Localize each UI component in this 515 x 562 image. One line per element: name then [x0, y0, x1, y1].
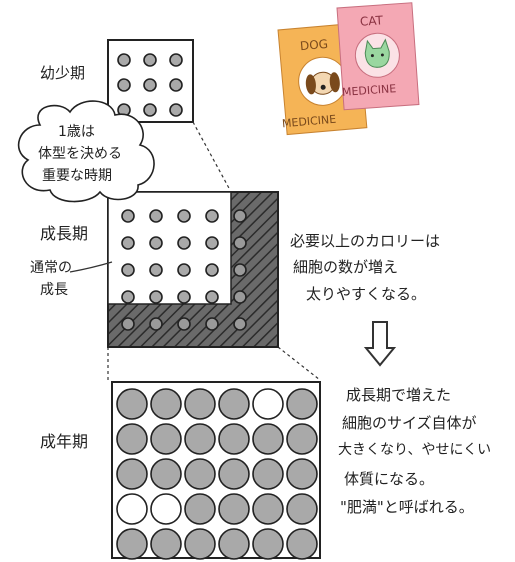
normal-growth-label-line2: 成長 — [40, 282, 68, 298]
growth-cell — [121, 290, 135, 304]
cat-medicine-package — [336, 2, 420, 111]
growth-cell — [205, 236, 219, 250]
growth-cell — [149, 209, 163, 223]
adult-cell — [150, 388, 182, 420]
adult-cell — [184, 528, 216, 560]
growth-cell — [177, 236, 191, 250]
adult-cell — [150, 423, 182, 455]
adult-cell — [116, 493, 148, 525]
growth-cell — [121, 263, 135, 277]
growth-cell — [121, 236, 135, 250]
adult-cell — [218, 458, 250, 490]
growth-cell — [205, 263, 219, 277]
infancy-cell — [169, 78, 183, 92]
excess-calories-line-2: 細胞の数が増え — [293, 258, 399, 276]
adult-cell — [150, 528, 182, 560]
growth-cell — [233, 236, 247, 250]
infancy-cell — [117, 78, 131, 92]
dog-package-top-label: DOG — [299, 36, 329, 54]
adult-cell — [286, 458, 318, 490]
growth-label: 成長期 — [40, 224, 89, 243]
growth-cell — [205, 290, 219, 304]
adult-cell — [218, 528, 250, 560]
normal-growth-label-line1: 通常の — [30, 260, 72, 276]
infancy-cell — [117, 53, 131, 67]
cat-package-top-label: CAT — [359, 13, 384, 29]
infancy-cell-grid — [107, 39, 194, 123]
growth-cell — [149, 236, 163, 250]
infancy-cell — [169, 53, 183, 67]
adult-cell — [150, 493, 182, 525]
infancy-cell — [143, 78, 157, 92]
adult-cell-grid — [111, 381, 321, 560]
growth-cell-grid — [107, 191, 279, 348]
callout-cloud — [17, 100, 155, 203]
infancy-cell — [143, 103, 157, 117]
adult-cell — [116, 458, 148, 490]
growth-cell — [233, 263, 247, 277]
growth-cell — [233, 209, 247, 223]
growth-cell — [149, 317, 163, 331]
adult-cell — [184, 423, 216, 455]
adult-cell — [218, 493, 250, 525]
callout-line-2: 体型を決める — [38, 146, 122, 162]
adult-note-line-4: 体質になる。 — [344, 470, 435, 488]
adult-cell — [150, 458, 182, 490]
growth-cell — [177, 290, 191, 304]
adult-cell — [252, 423, 284, 455]
growth-cell — [233, 290, 247, 304]
normal-growth-pointer — [69, 261, 113, 273]
adult-cell — [184, 493, 216, 525]
adult-cell — [116, 528, 148, 560]
adult-note-line-1: 成長期で増えた — [346, 386, 452, 404]
growth-cell — [177, 317, 191, 331]
infancy-cell — [143, 53, 157, 67]
growth-cell — [149, 290, 163, 304]
infancy-label: 幼少期 — [40, 64, 86, 82]
down-arrow-icon — [363, 321, 397, 367]
growth-cell — [121, 209, 135, 223]
adult-label: 成年期 — [40, 432, 89, 451]
growth-cell — [177, 263, 191, 277]
growth-cell — [205, 317, 219, 331]
adult-cell — [252, 528, 284, 560]
adult-cell — [218, 388, 250, 420]
excess-calories-line-1: 必要以上のカロリーは — [290, 232, 441, 250]
adult-cell — [252, 458, 284, 490]
excess-calories-line-3: 太りやすくなる。 — [306, 285, 427, 303]
adult-note-line-5: "肥満"と呼ばれる。 — [340, 498, 474, 516]
growth-cell — [149, 263, 163, 277]
growth-cell — [205, 209, 219, 223]
adult-cell — [286, 423, 318, 455]
infancy-cell — [169, 103, 183, 117]
adult-cell — [116, 423, 148, 455]
growth-cell — [233, 317, 247, 331]
adult-cell — [252, 493, 284, 525]
callout-line-1: 1歳は — [58, 124, 95, 140]
adult-cell — [252, 388, 284, 420]
growth-cell — [121, 317, 135, 331]
adult-note-line-3: 大きくなり、やせにくい — [338, 442, 492, 458]
adult-cell — [218, 423, 250, 455]
adult-cell — [286, 493, 318, 525]
adult-cell — [116, 388, 148, 420]
adult-note-line-2: 細胞のサイズ自体が — [342, 414, 477, 432]
growth-cell — [177, 209, 191, 223]
adult-cell — [286, 388, 318, 420]
adult-cell — [286, 528, 318, 560]
adult-cell — [184, 388, 216, 420]
callout-line-3: 重要な時期 — [42, 168, 112, 184]
adult-cell — [184, 458, 216, 490]
